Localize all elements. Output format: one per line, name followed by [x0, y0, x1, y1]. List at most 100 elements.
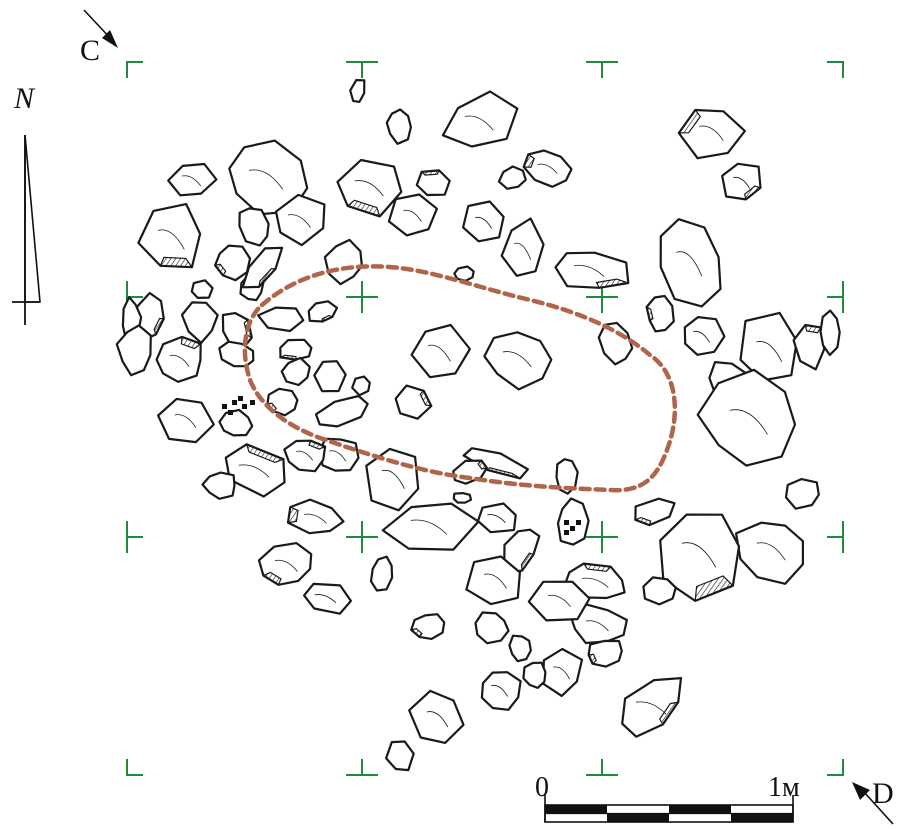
stone-crack — [585, 620, 609, 632]
stone — [410, 323, 471, 379]
checker-mark — [222, 396, 255, 415]
stone-crack — [381, 469, 405, 489]
stone-crack — [354, 180, 384, 197]
grid-marker — [827, 61, 844, 78]
stone — [721, 162, 762, 201]
stone — [696, 368, 797, 467]
grid-marker — [586, 521, 618, 553]
stone — [452, 492, 473, 504]
stone — [214, 244, 252, 282]
stone-crack — [729, 409, 768, 435]
stone — [303, 582, 352, 615]
stone-crack — [238, 464, 270, 478]
grid-marker — [126, 521, 143, 553]
stone — [597, 321, 634, 366]
stone-hatched-edge — [477, 459, 488, 470]
stone — [351, 375, 371, 397]
stone-crack — [464, 115, 494, 131]
stone — [465, 555, 522, 606]
section-label-end: D — [872, 777, 894, 810]
stone — [180, 301, 219, 344]
stone — [257, 541, 313, 586]
stone — [381, 502, 480, 551]
stone-hatched-edge — [287, 506, 299, 524]
stone-crack — [296, 450, 314, 461]
grid-marker — [126, 759, 143, 776]
stone — [508, 634, 532, 663]
stone — [238, 207, 270, 247]
stone-hatched-edge — [587, 653, 597, 665]
stone-hatched-edge — [214, 263, 227, 277]
grid-marker — [346, 61, 378, 78]
grid-marker — [346, 521, 378, 553]
stone — [659, 218, 722, 308]
stone-crack — [756, 341, 783, 363]
grid-marker — [827, 521, 844, 553]
stone-hatched-edge — [645, 305, 654, 322]
stone — [462, 200, 505, 243]
stone-crack — [287, 214, 311, 228]
stone — [527, 580, 591, 622]
stone-hatched-edge — [694, 575, 734, 602]
stone — [115, 324, 152, 377]
stone-crack — [248, 169, 284, 190]
stone-crack — [329, 450, 347, 462]
stone — [410, 613, 446, 641]
stone — [476, 502, 517, 534]
stone — [313, 360, 347, 393]
stone — [218, 408, 254, 437]
stone-crack — [581, 577, 609, 588]
stone-crack — [427, 344, 451, 362]
stone — [739, 311, 798, 382]
stone-hatched-edge — [522, 153, 535, 168]
stone — [286, 498, 345, 535]
section-arrow-icon: D — [852, 777, 894, 825]
stone-crack — [475, 216, 493, 229]
scale-bar-icon: 0 1м — [535, 772, 800, 823]
section-arrow-icon: C — [80, 9, 118, 67]
stone-hatched-edge — [804, 324, 822, 334]
stone — [274, 193, 326, 247]
stone-crack — [487, 514, 506, 524]
stone-crack — [174, 414, 197, 428]
stone — [500, 217, 545, 277]
stone — [167, 162, 218, 197]
stone — [218, 340, 255, 368]
stone-crack — [693, 330, 711, 343]
stone-hatched-edge — [409, 628, 423, 638]
stone-hatched-edge — [245, 443, 286, 464]
stone — [190, 279, 214, 299]
stone — [349, 78, 366, 104]
stone-hatched-edge — [633, 516, 652, 526]
grid-marker — [827, 281, 844, 313]
stone-hatched-edge — [258, 267, 277, 289]
stone-layer — [115, 78, 841, 772]
stone — [257, 306, 305, 333]
stone — [408, 689, 465, 745]
stone-crack — [426, 711, 449, 728]
stone-hatched-edge — [520, 552, 535, 573]
stone-crack — [169, 354, 190, 367]
scale-label-start: 0 — [535, 772, 549, 803]
stone — [385, 740, 415, 772]
stone-crack — [733, 176, 751, 189]
stone-crack — [491, 684, 509, 697]
stone-hatched-edge — [159, 256, 194, 268]
stone-crack — [303, 513, 327, 524]
grid-marker — [586, 61, 618, 78]
stone — [556, 497, 590, 546]
stone-hatched-edge — [153, 317, 165, 336]
grid-marker — [346, 281, 378, 313]
section-label-start: C — [80, 34, 100, 67]
stone-hatched-edge — [677, 108, 702, 134]
stone-crack — [756, 542, 786, 561]
stone — [474, 611, 510, 645]
stone-hatched-edge — [582, 562, 612, 572]
stone-hatched-edge — [278, 354, 297, 361]
stone — [157, 397, 215, 444]
stone — [497, 165, 527, 190]
stone — [283, 439, 327, 473]
stone-crack — [699, 125, 724, 141]
stone-hatched-edge — [308, 439, 327, 450]
stone-crack — [547, 594, 571, 607]
